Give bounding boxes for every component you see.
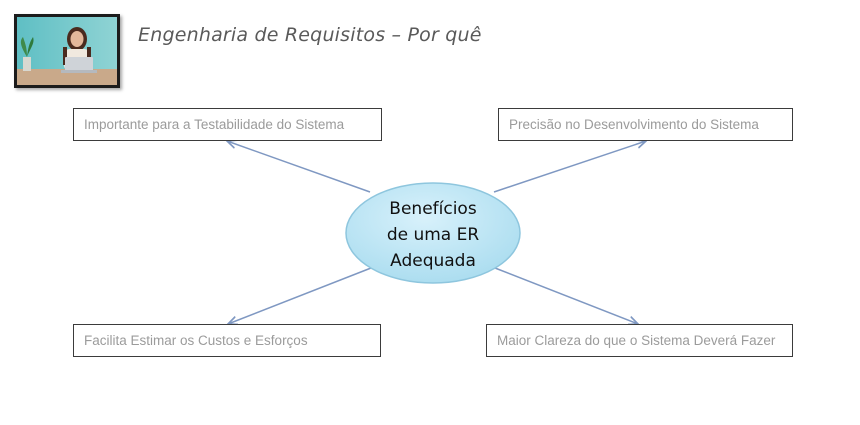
center-line-1: Benefícios: [389, 199, 477, 219]
benefit-box-estimation: Facilita Estimar os Custos e Esforços: [73, 324, 381, 357]
center-ellipse: [345, 182, 521, 284]
presenter-photo: [14, 14, 120, 88]
center-line-2: de uma ER: [386, 225, 480, 245]
arrow-to-bottom-right: [494, 267, 638, 324]
center-node: Benefícios de uma ER Adequada: [345, 185, 521, 285]
benefit-box-precision: Precisão no Desenvolvimento do Sistema: [498, 108, 793, 141]
arrow-to-bottom-left: [228, 267, 372, 324]
benefit-box-clarity: Maior Clareza do que o Sistema Deverá Fa…: [486, 324, 793, 357]
benefit-label: Importante para a Testabilidade do Siste…: [84, 117, 345, 132]
arrow-to-top-right: [493, 141, 646, 193]
benefit-label: Facilita Estimar os Custos e Esforços: [84, 333, 308, 348]
center-line-3: Adequada: [390, 251, 476, 271]
arrow-to-top-left: [227, 141, 371, 193]
benefit-label: Maior Clareza do que o Sistema Deverá Fa…: [497, 333, 776, 348]
presenter-photo-image: [17, 17, 117, 85]
benefit-box-testability: Importante para a Testabilidade do Siste…: [73, 108, 382, 141]
benefit-label: Precisão no Desenvolvimento do Sistema: [509, 117, 759, 132]
slide-title: Engenharia de Requisitos – Por quê: [138, 24, 482, 46]
